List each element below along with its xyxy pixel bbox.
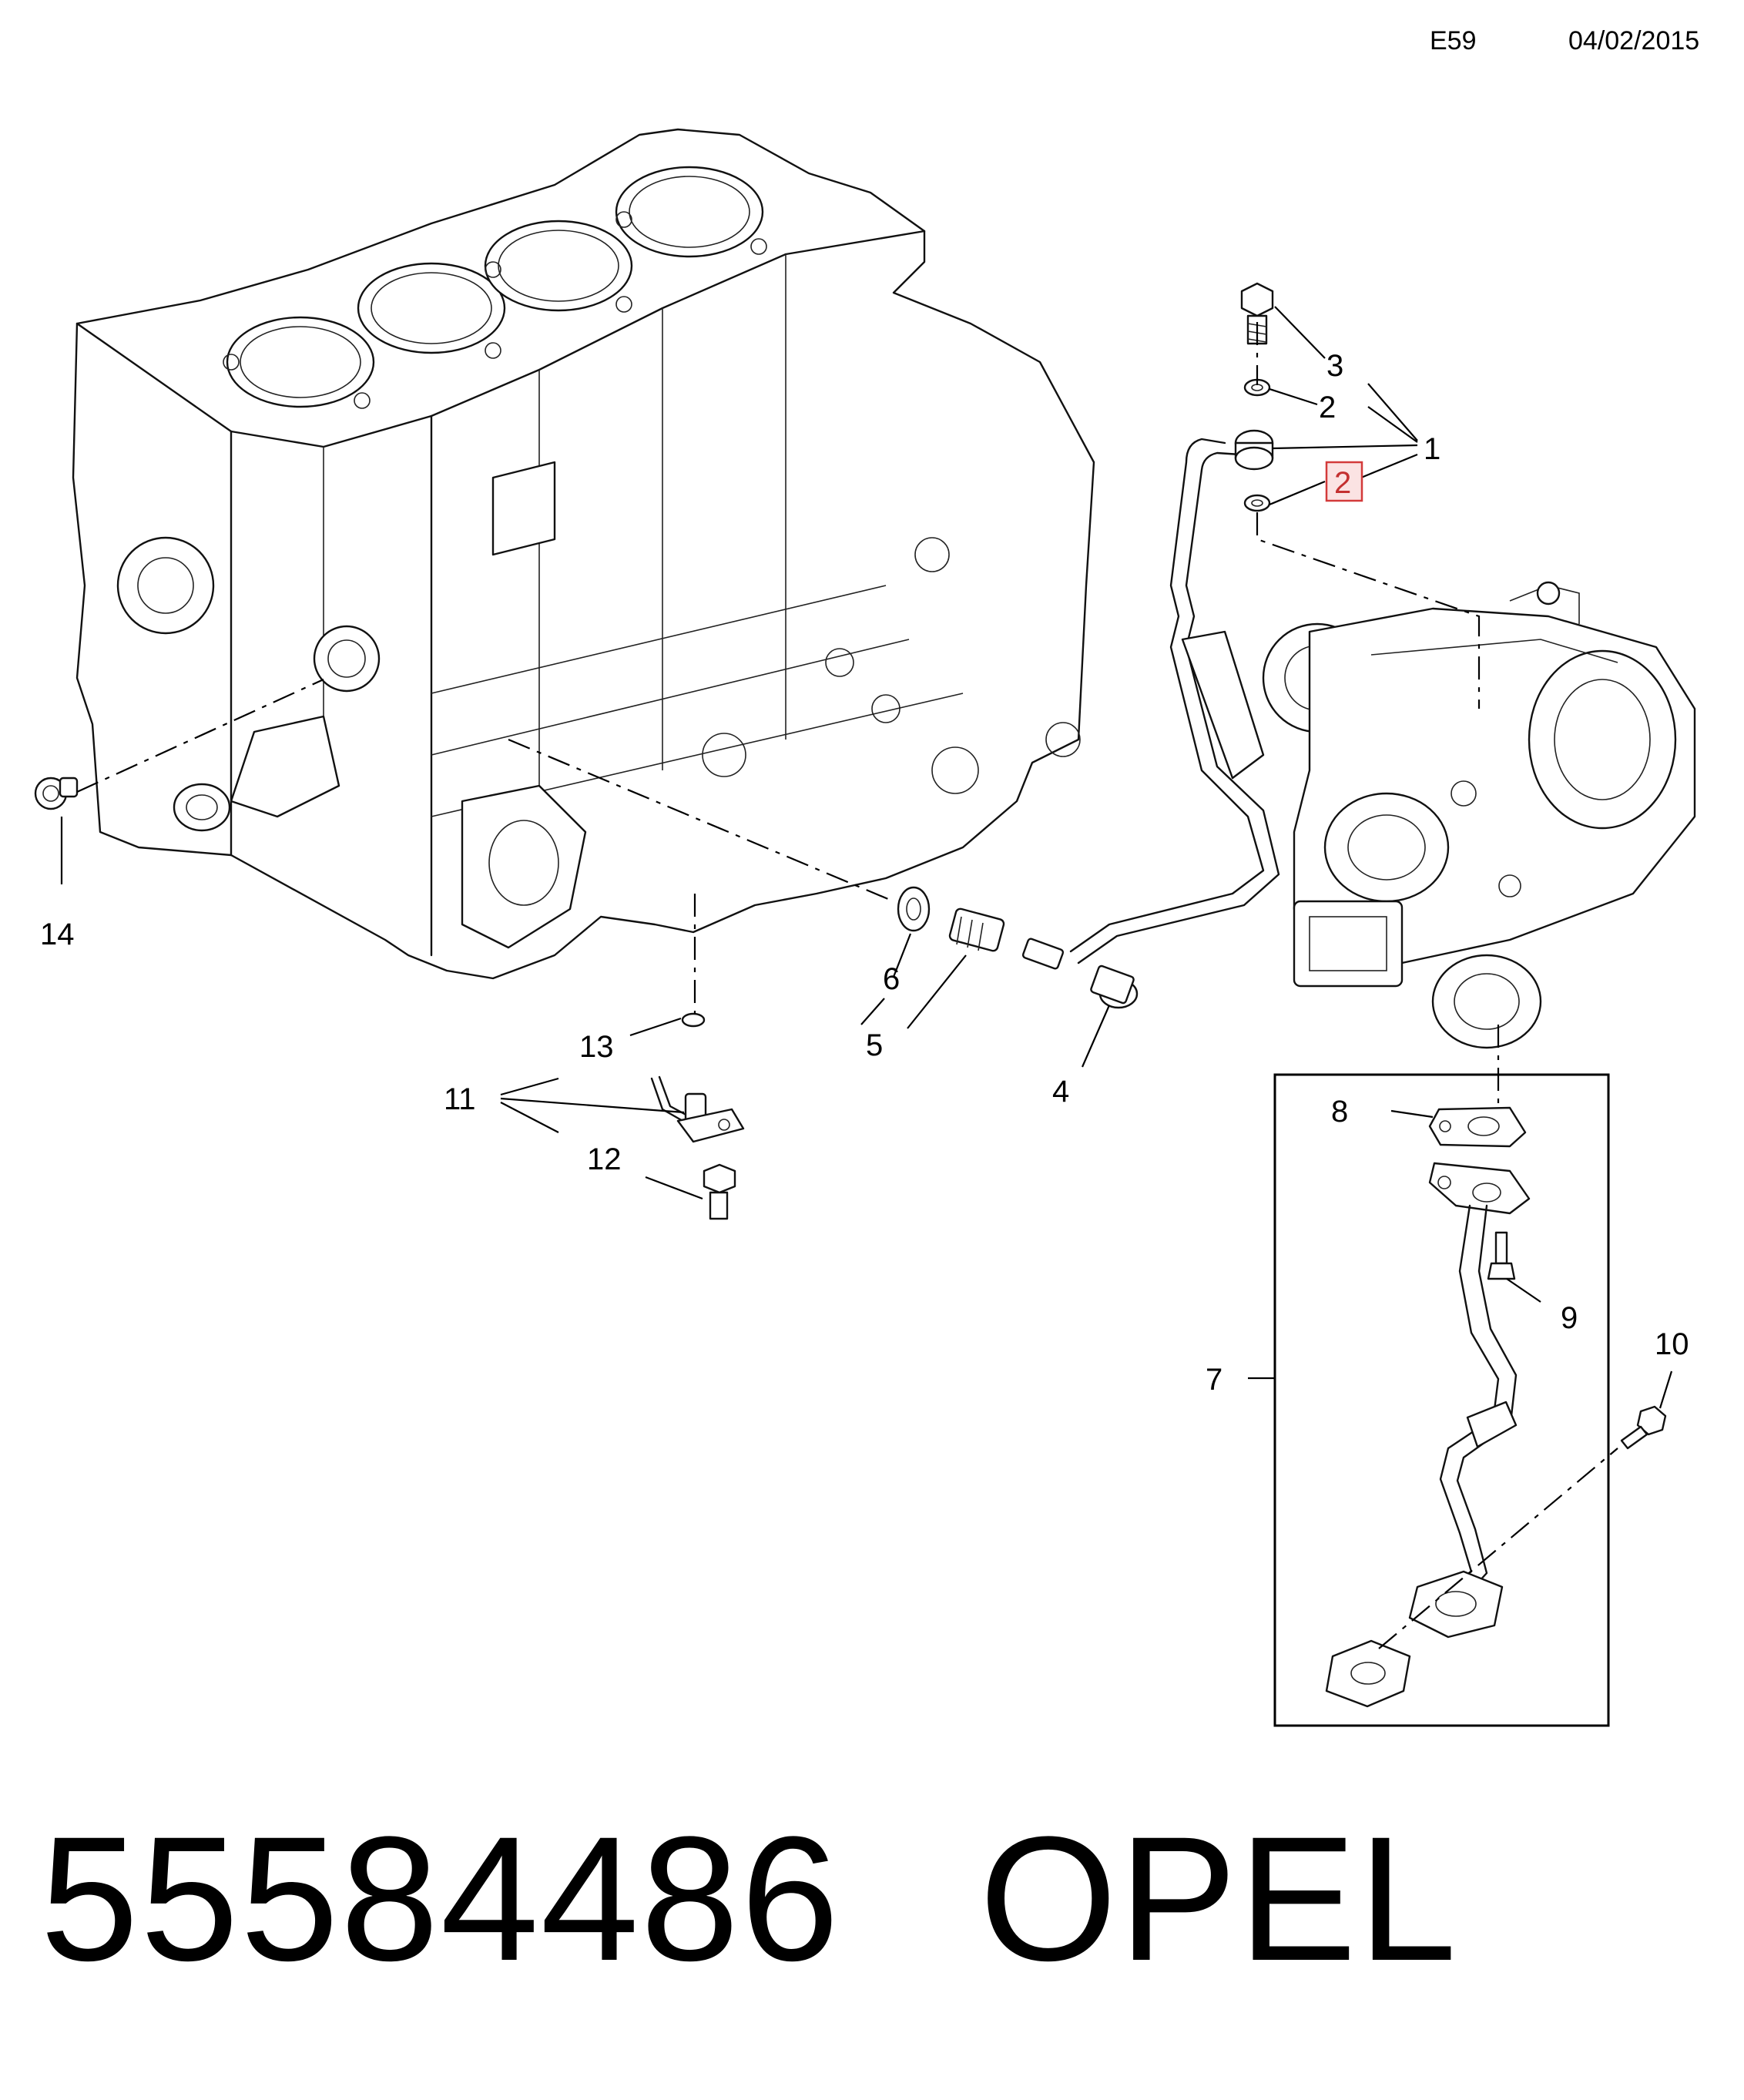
callout-2-highlighted: 2 <box>1334 466 1351 500</box>
callout-3: 3 <box>1326 349 1343 383</box>
callout-13: 13 <box>579 1030 614 1064</box>
diagram-code: E59 <box>1430 26 1477 55</box>
callout-10: 10 <box>1655 1327 1689 1361</box>
plug-drawing <box>34 777 79 810</box>
kit-box <box>1273 1073 1610 1727</box>
callout-11: 11 <box>444 1082 476 1116</box>
turbocharger-drawing <box>1262 581 1696 1049</box>
oil-jet-drawing <box>650 1012 745 1220</box>
sealing-ring-drawing <box>897 886 931 932</box>
fitting-drawing <box>948 907 1005 952</box>
lower-washer-drawing <box>1243 494 1271 512</box>
callout-14: 14 <box>40 917 75 951</box>
return-pipe-drawing <box>1325 1106 1531 1708</box>
callout-9: 9 <box>1561 1301 1578 1335</box>
callout-7: 7 <box>1206 1363 1222 1397</box>
diagram-date: 04/02/2015 <box>1568 26 1700 55</box>
callout-4: 4 <box>1052 1075 1069 1109</box>
callout-2-upper: 2 <box>1319 391 1336 424</box>
callout-12: 12 <box>587 1142 622 1176</box>
callout-8: 8 <box>1331 1095 1348 1129</box>
oil-feed-pipe-drawing <box>1021 429 1280 1009</box>
brand-name: OPEL <box>979 1800 1458 1998</box>
engine-block-drawing <box>72 128 1095 980</box>
part-number: 55584486 <box>40 1800 841 1998</box>
highlight-box <box>1325 461 1363 502</box>
callout-6: 6 <box>883 962 900 996</box>
callout-5: 5 <box>866 1028 883 1062</box>
bolt-10-drawing <box>1620 1405 1667 1450</box>
parts-diagram: 3 2 1 2 4 5 6 7 8 9 10 11 12 13 14 <box>34 128 1696 1727</box>
bolt-9-drawing <box>1487 1231 1516 1280</box>
callout-1: 1 <box>1424 432 1440 466</box>
